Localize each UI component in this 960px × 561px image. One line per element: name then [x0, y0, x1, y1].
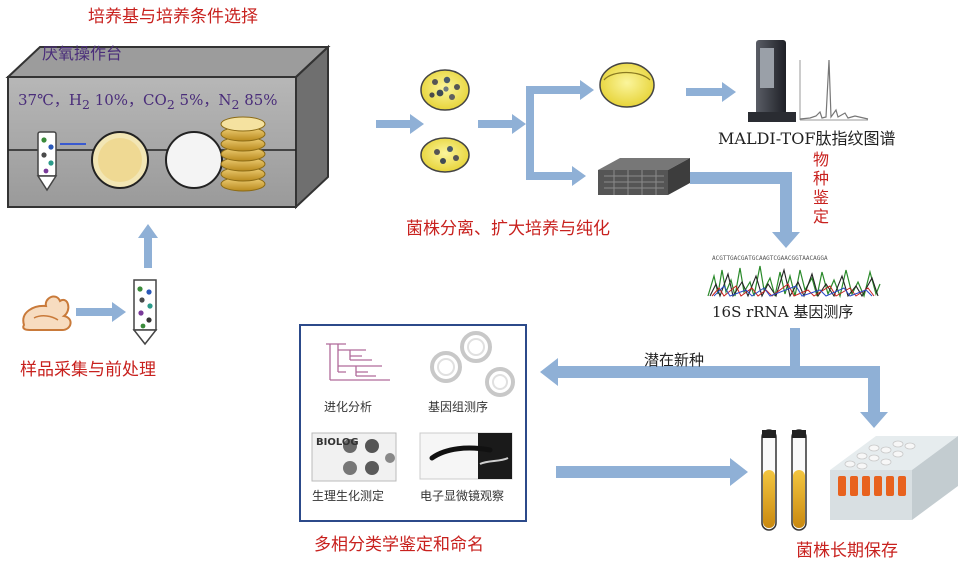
- culture-block-icon: [598, 158, 690, 195]
- flow-arrows: [76, 80, 888, 486]
- arrow-tube-to-chamber: [138, 224, 158, 268]
- biolog-plate-icon: [311, 432, 397, 482]
- gas-temp: 37℃，: [18, 91, 69, 109]
- gas-h2-value: 10%，: [89, 91, 144, 109]
- gas-co2-sub: 2: [166, 97, 175, 112]
- arrow-to-storage-down: [860, 366, 888, 428]
- sequencing-chromatogram-icon: ACGTTGACGATGCAAGTCGAACGGTAACAGGA: [707, 255, 881, 299]
- gas-n2: N: [218, 91, 232, 109]
- phylogenetic-analysis-label: 进化分析: [324, 400, 373, 414]
- gas-co2-value: 5%，: [174, 91, 219, 109]
- gas-co2: CO: [143, 91, 167, 109]
- cryobox-icon: [830, 436, 958, 520]
- gas-conditions: 37℃，H2 10%，CO2 5%，N2 85%: [18, 89, 278, 112]
- physio-biochem-label: 生理生化测定: [312, 489, 385, 503]
- agar-plate-icon: [91, 131, 149, 189]
- purified-plate-icon: [599, 62, 655, 108]
- gas-n2-sub: 2: [231, 97, 240, 112]
- storage-tubes-icon: [761, 429, 807, 531]
- arrow-new-species-left: [540, 358, 876, 386]
- sample-label: 样品采集与前处理: [20, 360, 156, 380]
- arrow-panel-to-storage: [556, 458, 748, 486]
- polyphasic-label: 多相分类学鉴定和命名: [314, 535, 484, 555]
- maldi-label: MALDI-TOF肽指纹图谱: [718, 129, 896, 148]
- processed-sample-tube-icon: [132, 279, 158, 346]
- empty-plate-icon: [165, 131, 223, 189]
- gas-h2: H: [68, 91, 82, 109]
- arrow-to-purified-plate: [534, 80, 594, 100]
- genome-rings-icon: [430, 331, 515, 397]
- anaerobic-chamber-title: 厌氧操作台: [42, 44, 123, 63]
- species-id-char: 定: [812, 207, 829, 226]
- new-species-label: 潜在新种: [644, 351, 705, 369]
- species-id-char: 种: [812, 169, 829, 188]
- sample-tube-icon: [36, 131, 58, 192]
- gas-n2-value: 85%: [239, 91, 278, 109]
- arrow-to-culture-block: [534, 166, 586, 186]
- mass-spectrum-icon: [799, 59, 869, 121]
- species-id-char: 鉴: [812, 188, 829, 207]
- anaerobic-chamber: [5, 44, 331, 210]
- electron-microscopy-label: 电子显微镜观察: [420, 489, 505, 503]
- species-identification-label: 物 种 鉴 定: [812, 150, 830, 226]
- branch-connector: [526, 86, 534, 180]
- arrow-plates-to-split: [478, 114, 526, 134]
- genome-sequencing-label: 基因组测序: [428, 400, 489, 414]
- species-id-char: 物: [812, 150, 829, 169]
- stool-sample-icon: [22, 295, 72, 331]
- sequencing-label: 16S rRNA 基因测序: [712, 303, 854, 321]
- storage-label: 菌株长期保存: [796, 541, 898, 561]
- arrow-sequencing-down: [790, 328, 800, 374]
- isolation-label: 菌株分离、扩大培养与纯化: [406, 219, 610, 239]
- arrow-chamber-to-plates: [376, 114, 424, 134]
- electron-micrograph-icon: [419, 432, 513, 480]
- isolation-plate-lower-icon: [420, 137, 470, 173]
- arrow-to-maldi: [686, 82, 736, 102]
- svg-text:ACGTTGACGATGCAAGTCGAACGGTAACAG: ACGTTGACGATGCAAGTCGAACGGTAACAGGA: [712, 255, 828, 262]
- arrow-sample-to-tube: [76, 302, 126, 322]
- culture-conditions-title: 培养基与培养条件选择: [88, 7, 258, 27]
- biolog-label: BIOLOG: [316, 437, 359, 448]
- phylogenetic-tree-icon: [326, 343, 390, 381]
- plate-stack-icon: [220, 116, 266, 192]
- arrow-block-to-sequencing: [690, 172, 800, 248]
- isolation-plate-upper-icon: [420, 69, 470, 111]
- maldi-instrument-icon: [748, 40, 796, 122]
- gas-h2-sub: 2: [81, 97, 90, 112]
